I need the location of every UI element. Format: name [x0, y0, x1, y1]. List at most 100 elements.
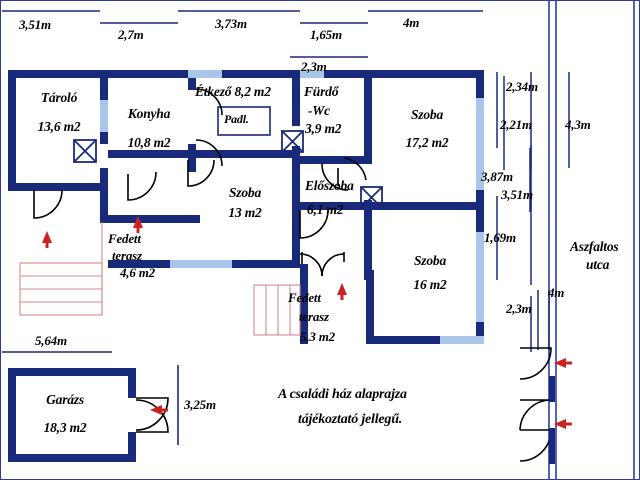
arrow-left-gate-top — [554, 358, 572, 368]
wall-etkezo-bottom — [108, 150, 196, 158]
dim-label-3-73m: 3,73m — [215, 16, 247, 31]
interior-walls — [100, 70, 480, 280]
room-label-garazs-area: 18,3 m2 — [43, 420, 87, 435]
gate-post-1 — [549, 376, 555, 402]
room-label-taroló-area: 13,6 m2 — [37, 119, 81, 134]
room-label-eloszoba-area: 6,1 m2 — [307, 202, 344, 217]
dim-label-2-34m: 2,34m — [506, 79, 538, 94]
wall-right-a — [476, 70, 484, 98]
wall-right-b — [476, 190, 484, 232]
wall-bottom-right-b — [374, 336, 440, 344]
wall-szoba13-right — [292, 208, 300, 264]
dim-label-3-25m: 3,25m — [184, 397, 216, 412]
wall-eloszoba-bottom — [300, 202, 372, 210]
dim-label-3-87m: 3,87m — [481, 169, 513, 184]
terrace-1-label-line3: 4,6 m2 — [120, 265, 155, 280]
x-symbol-etkezo — [281, 130, 304, 153]
wall-szoba16-left-b — [364, 264, 372, 280]
terrace-1-label-line2: terasz — [112, 248, 142, 263]
window-bottom-2 — [440, 336, 484, 344]
wall-etkezo-right-a — [292, 78, 300, 126]
window-bottom-1 — [170, 260, 232, 268]
wall-furdo-bottom — [300, 156, 372, 164]
window-x-symbols — [73, 130, 383, 209]
wall-div-taroló-konyha-b — [100, 132, 108, 144]
street-label-line1: Aszfaltos — [570, 239, 619, 254]
room-label-eloszoba-name: Előszoba — [305, 178, 354, 193]
door-terasz2-b — [321, 253, 345, 277]
room-label-etkezo: Étkező 8,2 m2 — [195, 84, 271, 99]
wall-taroló-bottom-a — [8, 183, 100, 191]
dim-label-2-3m-right: 2,3m — [506, 301, 532, 316]
wall-bottom-mid-a — [108, 260, 170, 268]
arrow-left-gate-bottom — [554, 419, 572, 429]
wall-top-a — [8, 70, 188, 78]
door-etkezo-szoba — [195, 139, 223, 167]
garage-wall-left — [8, 368, 16, 462]
street-label-line2: utca — [586, 257, 610, 272]
room-label-konyha-area: 10,8 m2 — [127, 135, 171, 150]
gate-posts — [549, 376, 555, 464]
padl-box — [217, 106, 271, 136]
wall-div-taroló-konyha-a — [100, 70, 108, 100]
room-label-szoba17-area: 17,2 m2 — [405, 135, 449, 150]
room-label-furdo-wc: -Wc — [308, 103, 330, 118]
room-label-furdo-area: 3,9 m2 — [305, 121, 342, 136]
wall-taroló-step — [100, 183, 108, 223]
disclaimer-line2: tájékoztató jellegű. — [298, 412, 403, 427]
terrace-1-label-line1: Fedett — [108, 231, 141, 246]
door-szoba13 — [187, 159, 215, 187]
gate-arc-top — [519, 347, 552, 380]
room-label-szoba16-name: Szoba — [413, 253, 446, 268]
door-konyha — [127, 171, 157, 201]
arrow-up-terasz2 — [337, 283, 347, 300]
arrow-up-taroló — [42, 231, 52, 248]
room-label-furdo-name: Fürdő — [304, 84, 339, 99]
dim-label-2-21m: 2,21m — [500, 117, 532, 132]
x-symbol-taroló-konyha — [73, 139, 97, 163]
disclaimer-line1: A családi ház alaprajza — [278, 387, 407, 402]
garage-walls — [8, 368, 136, 462]
wall-top-b — [222, 70, 300, 78]
garage-wall-top — [8, 368, 136, 376]
x-symbol-eloszoba — [360, 186, 383, 209]
wall-div-taroló-konyha-c — [100, 168, 108, 188]
wall-eloszoba-left — [292, 158, 300, 208]
wall-vert-terasz2-right — [366, 270, 374, 344]
house-outer-walls — [8, 70, 484, 344]
window-right-1 — [476, 98, 484, 190]
dim-label-2-3m-top: 2,3m — [301, 59, 327, 74]
dim-label-5-64m: 5,64m — [35, 333, 67, 348]
arrow-up-terasz1 — [133, 216, 143, 233]
garage-wall-right-a — [128, 368, 136, 398]
wall-vert-terasz2-left — [300, 264, 308, 344]
dim-label-4m-top: 4m — [403, 15, 420, 30]
garage-wall-right-b — [128, 432, 136, 462]
door-etkezo-konyha — [195, 88, 223, 116]
dim-label-3-51m: 3,51m — [19, 17, 51, 32]
arrow-left-garage — [150, 405, 168, 415]
wall-szoba16-left — [364, 210, 372, 266]
garage-door-top — [135, 397, 169, 431]
wall-taroló-bottom-b — [100, 215, 200, 223]
window-right-2 — [476, 232, 484, 322]
room-label-garazs-name: Garázs — [46, 392, 84, 407]
room-label-szoba16-area: 16 m2 — [413, 277, 447, 292]
room-label-szoba13-name: Szoba — [228, 185, 261, 200]
room-label-szoba13-area: 13 m2 — [228, 205, 262, 220]
door-eloszoba-szoba17 — [343, 157, 367, 181]
room-label-szoba17-name: Szoba — [410, 107, 443, 122]
dim-label-1-69m: 1,69m — [484, 230, 516, 245]
terrace-2-label-line1: Fedett — [288, 290, 321, 305]
direction-arrows — [42, 216, 572, 429]
door-taroló — [33, 189, 63, 219]
room-label-taroló-name: Tároló — [40, 90, 78, 105]
dim-label-1-65m: 1,65m — [310, 27, 342, 42]
window-interior-1 — [100, 100, 108, 132]
room-label-padl: Padl. — [224, 112, 249, 126]
gate-post-2 — [549, 428, 555, 464]
terrace-2-label-line2: terasz — [299, 309, 329, 324]
door-swings — [33, 88, 367, 277]
wall-bottom-mid-b — [232, 260, 300, 268]
